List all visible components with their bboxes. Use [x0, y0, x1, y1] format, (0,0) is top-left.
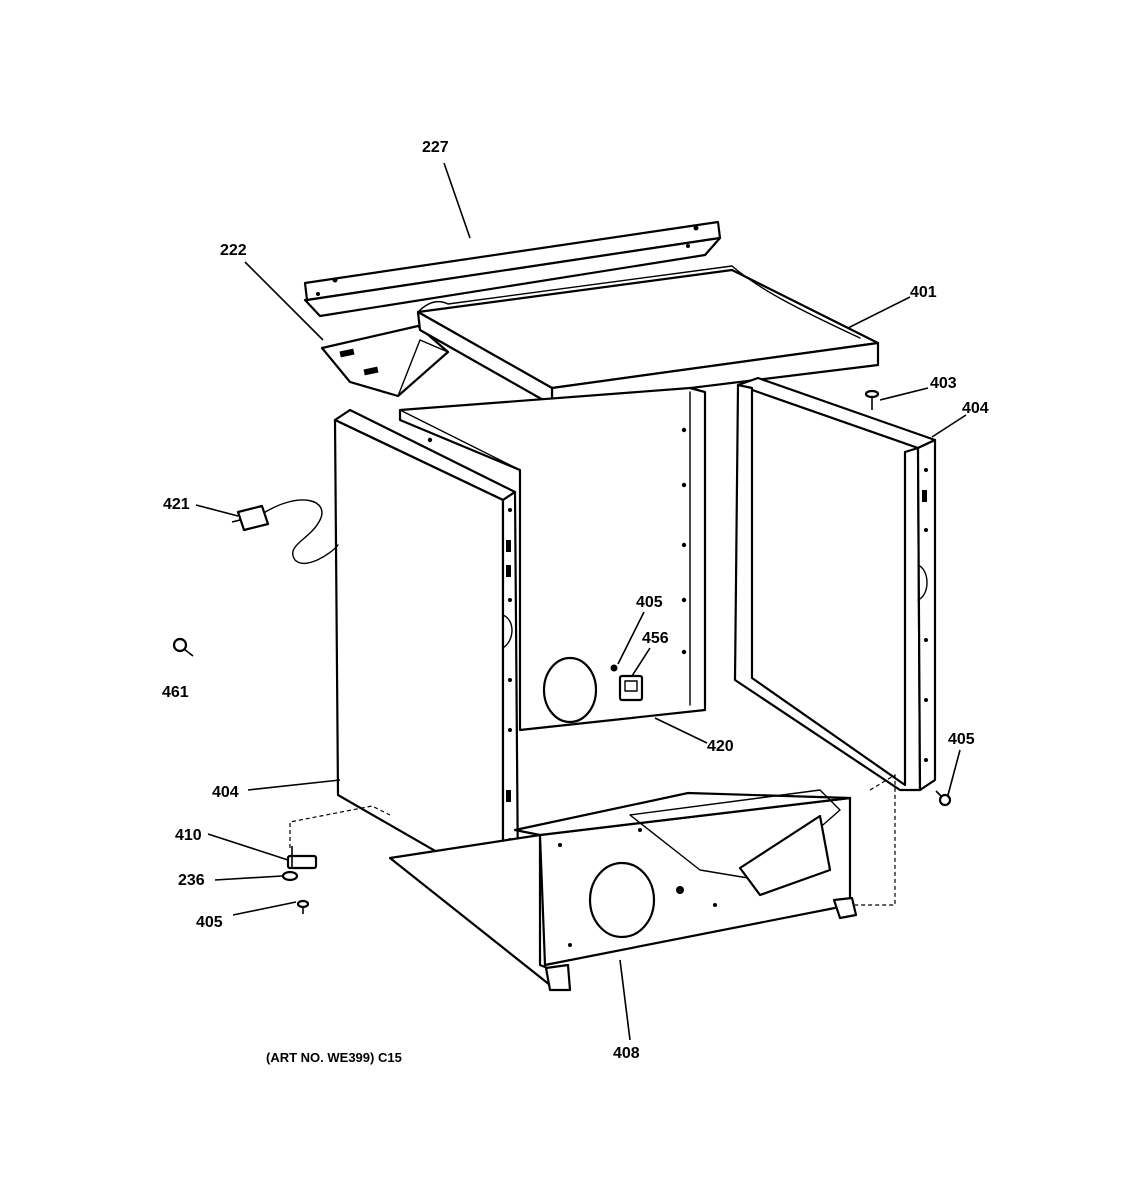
callout-236: 236 — [178, 872, 205, 889]
part-401-top-panel — [416, 265, 880, 407]
callout-405-left: 405 — [196, 914, 223, 931]
callout-405-center: 405 — [636, 594, 663, 611]
part-403-screw — [864, 389, 880, 410]
art-number: (ART NO. WE399) C15 — [266, 1050, 402, 1065]
part-405-right-screw — [935, 790, 952, 807]
part-404-left-side-panel — [333, 408, 520, 892]
part-408-base-frame — [388, 789, 858, 992]
part-227-top-rail — [303, 220, 722, 318]
part-404-right-side-panel — [733, 376, 937, 792]
callout-401: 401 — [910, 284, 937, 301]
part-420-back-panel — [398, 386, 707, 732]
part-461-screw — [172, 637, 194, 657]
callout-421: 421 — [163, 496, 190, 513]
leader-lines — [195, 162, 967, 1041]
part-410-leveling-foot — [281, 846, 318, 914]
callout-408: 408 — [613, 1045, 640, 1062]
callout-403: 403 — [930, 375, 957, 392]
callout-404-right: 404 — [962, 400, 989, 417]
callout-405-right: 405 — [948, 731, 975, 748]
callout-456: 456 — [642, 630, 669, 647]
part-456-clip — [610, 664, 644, 702]
callout-461: 461 — [162, 684, 189, 701]
callout-222: 222 — [220, 242, 247, 259]
callout-410: 410 — [175, 827, 202, 844]
callout-labels: 227 222 401 403 404 421 405 456 461 420 … — [162, 139, 989, 1065]
callout-420: 420 — [707, 738, 734, 755]
alignment-lines — [289, 773, 896, 906]
callout-404-left: 404 — [212, 784, 239, 801]
part-421-power-cord — [231, 499, 339, 564]
callout-227: 227 — [422, 139, 449, 156]
part-222-hinge-bracket — [320, 324, 450, 398]
